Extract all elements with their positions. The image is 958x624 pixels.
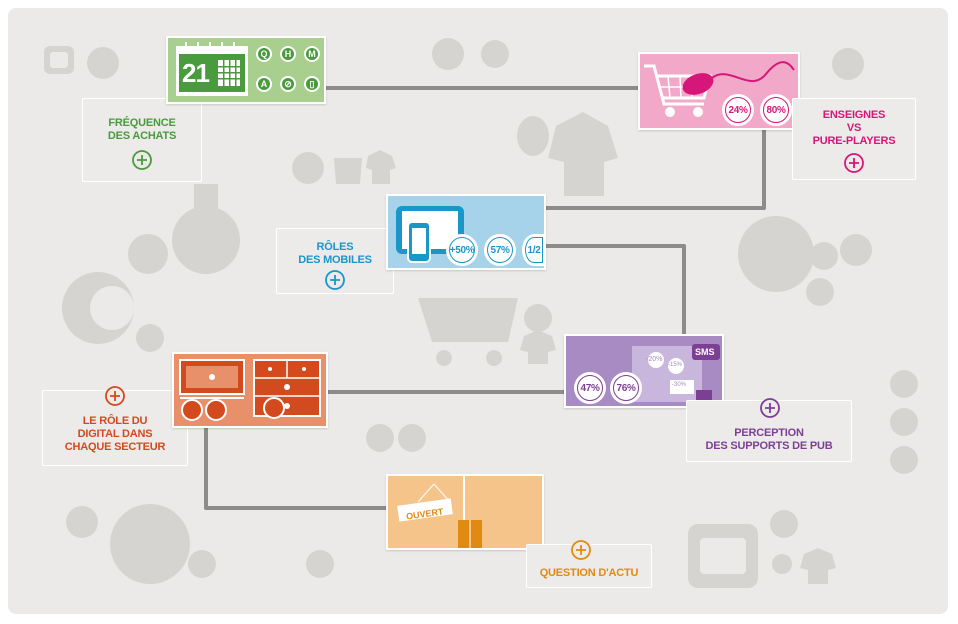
bag-icon [334,158,362,184]
stat-57: 57% [484,234,516,266]
pet-icon [840,234,872,266]
frequence-label: FRÉQUENCE DES ACHATS [107,117,177,142]
stat-80: 80% [760,94,792,126]
expand-plus-icon[interactable] [843,152,865,174]
shirt-icon [800,548,836,584]
percent-icon [432,38,464,70]
badge-none: ⊘ [280,76,296,92]
label-frequence[interactable]: FRÉQUENCE DES ACHATS [82,98,202,182]
mobiles-label: RÔLES DES MOBILES [298,241,372,266]
badge-q: Q [256,46,272,62]
card-actu[interactable]: OUVERT [386,474,544,550]
badge-mobile: ▯ [304,76,320,92]
shop-door-icon [397,476,482,548]
perception-label: PERCEPTION DES SUPPORTS DE PUB [705,427,833,452]
pet-icon [517,116,549,156]
card-mobiles[interactable]: +50% 57% 1/2 [386,194,546,270]
card-frequence[interactable]: 21 Q H M A ⊘ ▯ [166,36,326,104]
label-digital[interactable]: LE RÔLE DU DIGITAL DANS CHAQUE SECTEUR [42,386,188,466]
discount-30: -30% [672,382,687,388]
label-perception[interactable]: PERCEPTION DES SUPPORTS DE PUB [686,397,852,462]
leaf-icon [366,424,394,452]
leaf-icon [128,234,168,274]
sms-tag: SMS [695,347,715,357]
tv-icon [688,524,758,588]
badge-h: H [280,46,296,62]
pet-icon [62,272,134,344]
discount-20: -20% [646,356,663,363]
label-enseignes[interactable]: ENSEIGNES VS PURE-PLAYERS [792,98,916,180]
steering-wheel-icon [292,152,324,184]
apple-icon [524,304,552,332]
euro-icon [66,506,98,538]
shirt-icon [548,112,618,196]
stat-76: 76% [610,372,642,404]
furniture-icon [179,359,321,421]
stat-24: 24% [722,94,754,126]
shirt-icon [520,330,556,364]
enseignes-label: ENSEIGNES VS PURE-PLAYERS [812,109,896,147]
ring-icon [188,550,216,578]
stat-half: 1/2 [522,234,544,266]
expand-plus-icon[interactable] [570,539,592,561]
glasses-icon [772,554,792,574]
actu-label: QUESTION D'ACTU [539,567,639,579]
gear-icon [770,510,798,538]
label-actu[interactable]: QUESTION D'ACTU [526,540,652,588]
label-mobiles[interactable]: RÔLES DES MOBILES [276,228,394,294]
background-decor [44,38,918,588]
leaf-icon [832,48,864,80]
cart-mouse-icon [644,61,795,117]
percent-icon [110,504,190,584]
baby-stroller-icon [136,324,164,352]
apple-icon [890,370,918,398]
book-icon [806,278,834,306]
expand-plus-icon[interactable] [324,269,346,291]
ads-icon [632,344,720,402]
badge-a: A [256,76,272,92]
baby-stroller-icon [810,242,838,270]
book-icon [890,446,918,474]
infographic-canvas: FRÉQUENCE DES ACHATS 21 Q H M A ⊘ ▯ 24% … [8,8,948,614]
tv-icon [44,46,74,74]
discount-15: -15% [668,362,683,368]
flow-connectors [204,86,766,510]
perfume-icon [172,206,240,274]
calendar-day: 21 [182,58,210,88]
expand-plus-icon[interactable] [759,397,781,419]
card-perception[interactable]: SMS -20% -15% -30% 47% 76% [564,334,724,408]
badge-m: M [304,46,320,62]
digital-label: LE RÔLE DU DIGITAL DANS CHAQUE SECTEUR [64,415,166,453]
euro-icon [890,408,918,436]
pet-icon [481,40,509,68]
cc-icon [398,424,426,452]
ball-icon [87,47,119,79]
percent-icon [738,216,814,292]
cart-icon [418,298,518,366]
stat-47: 47% [574,372,606,404]
card-digital[interactable] [172,352,328,428]
expand-plus-icon[interactable] [104,385,126,407]
baby-stroller-icon [306,550,334,578]
calendar-icon [176,42,248,96]
stat-plus50: +50% [446,234,478,266]
card-enseignes[interactable]: 24% 80% [638,52,800,130]
shirt-icon [366,150,396,184]
expand-plus-icon[interactable] [131,149,153,171]
